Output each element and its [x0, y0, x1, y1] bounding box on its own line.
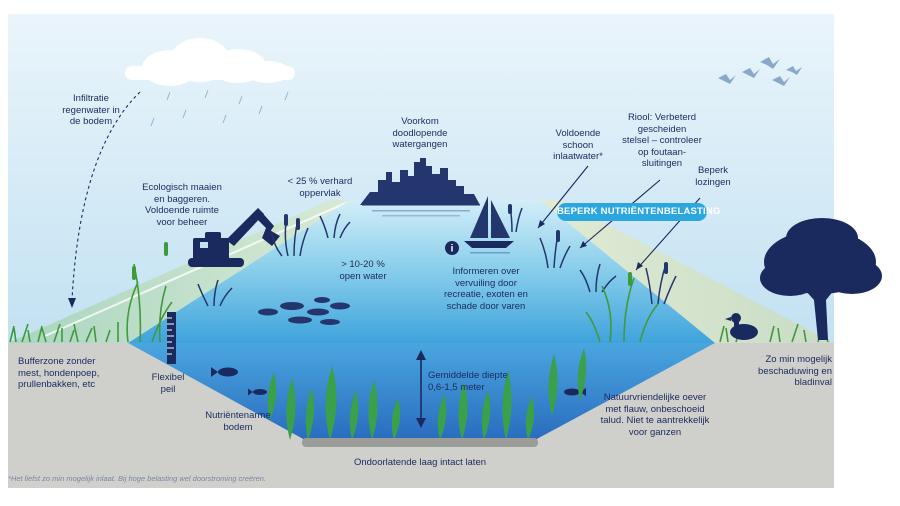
- label-verhard: < 25 % verhard oppervlak: [280, 176, 360, 199]
- label-line: peil: [160, 383, 176, 395]
- label-line: voor ganzen: [628, 426, 682, 438]
- label-line: mest, hondenpoep,: [18, 367, 100, 379]
- label-line: prullenbakken, etc: [18, 379, 96, 390]
- label-beschaduwing: Zo min mogelijk beschaduwing en bladinva…: [742, 354, 832, 389]
- infiltration-arrowhead: [68, 298, 76, 308]
- label-line: Voldoende ruimte: [145, 205, 219, 216]
- label-line: lozingen: [695, 176, 731, 188]
- label-voorkom: Voorkom doodlopende watergangen: [385, 116, 455, 151]
- label-line: Informeren over: [452, 266, 520, 277]
- water-lilies-icon: [258, 297, 350, 325]
- label-line: schoon: [562, 139, 594, 151]
- grass-spikes-icon: [132, 242, 632, 286]
- label-bufferzone: Bufferzone zonder mest, hondenpoep, prul…: [18, 356, 128, 391]
- label-line: Flexibel: [151, 372, 185, 383]
- label-line: Zo min mogelijk: [765, 354, 832, 365]
- label-infiltratie: Infiltratie regenwater in de bodem: [56, 93, 126, 128]
- tree-icon: [760, 218, 882, 340]
- label-line: inlaatwater*: [553, 151, 603, 162]
- sailboat-icon: [464, 196, 514, 254]
- label-line: open water: [339, 270, 387, 282]
- label-line: Ondoorlatende laag intact laten: [353, 457, 487, 468]
- label-bodem: Nutriëntenarme bodem: [198, 410, 278, 433]
- impermeable-layer: [302, 438, 538, 447]
- label-open-water: > 10-20 % open water: [328, 259, 398, 282]
- label-line: recreatie, exoten en: [444, 289, 528, 300]
- label-line: Beperk: [697, 165, 729, 176]
- label-line: schade door varen: [446, 300, 526, 312]
- water-plants-icon: [267, 348, 587, 440]
- label-line: regenwater in: [62, 104, 120, 116]
- pointer-arrowheads: [538, 220, 643, 270]
- city-skyline-icon: [360, 158, 480, 217]
- infiltration-arrow: [71, 91, 141, 301]
- label-line: en baggeren.: [154, 193, 210, 205]
- label-lozingen: Beperk lozingen: [688, 165, 738, 188]
- label-diepte: Gemiddelde diepte 0,6-1,5 meter: [428, 370, 528, 393]
- label-line: beschaduwing en: [758, 365, 832, 377]
- label-line: Gemiddelde diepte: [428, 370, 508, 381]
- nutrient-badge: BEPERK NUTRIËNTENBELASTING: [557, 203, 720, 221]
- label-line: de bodem: [69, 116, 113, 127]
- label-riool: Riool: Verbeterd gescheiden stelsel – co…: [614, 112, 710, 170]
- duck-icon: [725, 313, 758, 340]
- label-line: Infiltratie: [73, 93, 109, 104]
- ground-cross-section: [8, 343, 834, 488]
- label-line: bladinval: [794, 377, 833, 388]
- birds-icon: [718, 57, 802, 86]
- label-line: stelsel – controleer: [622, 135, 702, 146]
- info-icon: i: [445, 241, 459, 255]
- label-line: Natuurvriendelijke oever: [603, 392, 707, 403]
- gauge-icon: [167, 312, 176, 364]
- reeds-icon: [197, 205, 677, 307]
- depth-arrow-icon: [416, 350, 426, 428]
- label-line: 0,6-1,5 meter: [428, 381, 485, 393]
- cloud-icon: [125, 38, 295, 86]
- fish-icon: [211, 367, 586, 396]
- label-line: Ecologisch maaien: [142, 182, 222, 193]
- cattail-icon: [284, 204, 668, 274]
- label-line: oppervlak: [299, 187, 341, 199]
- label-line: Voorkom: [401, 116, 439, 127]
- label-line: sluitingen: [641, 158, 683, 169]
- label-laag: Ondoorlatende laag intact laten: [320, 457, 520, 469]
- rain-icon: [150, 89, 289, 127]
- label-peil: Flexibel peil: [144, 372, 192, 395]
- label-line: watergangen: [392, 139, 448, 150]
- label-oever: Natuurvriendelijke oever met flauw, onbe…: [590, 392, 720, 438]
- label-line: voor beheer: [156, 216, 208, 228]
- label-line: met flauw, onbeschoeid: [605, 403, 705, 415]
- label-line: bodem: [223, 421, 253, 433]
- label-inlaat: Voldoende schoon inlaatwater*: [544, 128, 612, 163]
- label-line: gescheiden: [637, 123, 687, 135]
- label-line: op foutaan-: [637, 146, 687, 158]
- label-maaien: Ecologisch maaien en baggeren. Voldoende…: [130, 182, 234, 228]
- label-line: Nutriëntenarme: [205, 410, 271, 421]
- label-line: Bufferzone zonder: [18, 356, 96, 367]
- label-line: vervuiling door: [455, 277, 517, 289]
- right-embankment: [520, 200, 834, 343]
- water-surface: [128, 200, 715, 343]
- label-line: > 10-20 %: [341, 259, 385, 270]
- label-informeren: Informeren over vervuiling door recreati…: [430, 266, 542, 312]
- svg-text:i: i: [451, 244, 454, 255]
- footnote: *Het liefst zo min mogelijk inlaat. Bij …: [8, 474, 267, 483]
- label-line: Voldoende: [555, 128, 601, 139]
- label-line: doodlopende: [392, 127, 448, 139]
- label-line: < 25 % verhard: [287, 176, 353, 187]
- label-line: talud. Niet te aantrekkelijk: [600, 415, 710, 426]
- label-line: Riool: Verbeterd: [627, 112, 697, 123]
- excavator-icon: [188, 208, 280, 267]
